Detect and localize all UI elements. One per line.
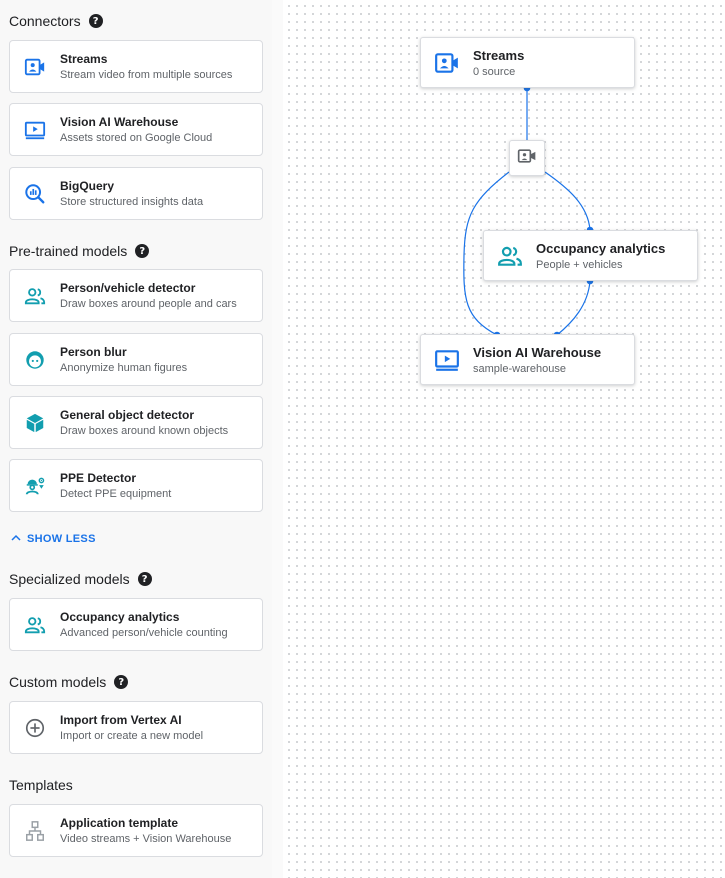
- card-subtitle: Advanced person/vehicle counting: [60, 627, 228, 639]
- card-subtitle: Video streams + Vision Warehouse: [60, 833, 232, 845]
- video-camera-icon: [421, 50, 473, 76]
- connector-card-streams[interactable]: Streams Stream video from multiple sourc…: [9, 40, 263, 93]
- video-record-icon: [517, 146, 537, 171]
- card-subtitle: Anonymize human figures: [60, 362, 188, 374]
- show-less-button[interactable]: SHOW LESS: [10, 531, 96, 547]
- card-subtitle: Detect PPE equipment: [60, 488, 172, 500]
- people-icon: [10, 614, 60, 636]
- card-title: Occupancy analytics: [60, 610, 180, 624]
- section-header-templates: Templates: [9, 777, 73, 793]
- card-subtitle: Draw boxes around known objects: [60, 425, 229, 437]
- model-card-person-vehicle-detector[interactable]: Person/vehicle detector Draw boxes aroun…: [9, 269, 263, 322]
- ppe-icon: [10, 475, 60, 497]
- card-title: Application template: [60, 816, 179, 830]
- canvas-node-stream-hub[interactable]: [509, 140, 545, 176]
- graph-canvas[interactable]: Streams 0 source Occupancy analytics Peo…: [283, 0, 725, 878]
- model-card-ppe-detector[interactable]: PPE Detector Detect PPE equipment: [9, 459, 263, 512]
- card-subtitle: Stream video from multiple sources: [60, 69, 233, 81]
- template-card-application[interactable]: Application template Video streams + Vis…: [9, 804, 263, 857]
- card-title: BigQuery: [60, 179, 115, 193]
- help-icon[interactable]: ?: [137, 572, 152, 586]
- play-screen-icon: [10, 119, 60, 141]
- node-title: Streams: [473, 47, 525, 63]
- help-icon[interactable]: ?: [114, 675, 129, 689]
- help-icon[interactable]: ?: [88, 14, 103, 28]
- edge-occupancy-to-warehouse: [556, 280, 591, 336]
- sidebar: Connectors ? Streams Stream video from m…: [0, 0, 272, 878]
- connector-card-vision-ai-warehouse[interactable]: Vision AI Warehouse Assets stored on Goo…: [9, 103, 263, 156]
- cube-icon: [10, 412, 60, 434]
- face-icon: [10, 349, 60, 371]
- model-card-person-blur[interactable]: Person blur Anonymize human figures: [9, 333, 263, 386]
- hierarchy-icon: [10, 820, 60, 842]
- play-screen-icon: [421, 347, 473, 373]
- card-subtitle: Import or create a new model: [60, 730, 204, 742]
- node-subtitle: People + vehicles: [536, 258, 623, 271]
- edge-hub-to-occupancy: [544, 171, 591, 231]
- node-subtitle: sample-warehouse: [473, 362, 566, 375]
- card-subtitle: Store structured insights data: [60, 196, 204, 208]
- section-header-custom: Custom models ?: [9, 671, 129, 693]
- chevron-up-icon: [10, 532, 22, 547]
- card-title: General object detector: [60, 408, 195, 422]
- canvas-node-occupancy-analytics[interactable]: Occupancy analytics People + vehicles: [483, 230, 698, 281]
- node-title: Vision AI Warehouse: [473, 344, 602, 360]
- add-circle-icon: [10, 717, 60, 739]
- card-title: Streams: [60, 52, 108, 66]
- model-card-import-vertex-ai[interactable]: Import from Vertex AI Import or create a…: [9, 701, 263, 754]
- node-subtitle: 0 source: [473, 65, 516, 78]
- model-card-general-object-detector[interactable]: General object detector Draw boxes aroun…: [9, 396, 263, 449]
- people-icon: [10, 285, 60, 307]
- card-title: Person blur: [60, 345, 127, 359]
- section-header-pretrained: Pre-trained models ?: [9, 240, 150, 262]
- card-subtitle: Draw boxes around people and cars: [60, 298, 237, 310]
- help-icon[interactable]: ?: [135, 244, 150, 258]
- canvas-node-streams[interactable]: Streams 0 source: [420, 37, 635, 88]
- node-title: Occupancy analytics: [536, 240, 666, 256]
- card-title: Import from Vertex AI: [60, 713, 182, 727]
- canvas-node-vision-ai-warehouse[interactable]: Vision AI Warehouse sample-warehouse: [420, 334, 635, 385]
- card-title: Vision AI Warehouse: [60, 115, 179, 129]
- people-icon: [484, 243, 536, 269]
- bigquery-icon: [10, 183, 60, 205]
- model-card-occupancy-analytics[interactable]: Occupancy analytics Advanced person/vehi…: [9, 598, 263, 651]
- card-title: Person/vehicle detector: [60, 281, 196, 295]
- card-title: PPE Detector: [60, 471, 137, 485]
- graph-edges: [463, 84, 594, 339]
- video-camera-icon: [10, 56, 60, 78]
- card-subtitle: Assets stored on Google Cloud: [60, 132, 213, 144]
- connector-card-bigquery[interactable]: BigQuery Store structured insights data: [9, 167, 263, 220]
- section-header-specialized: Specialized models ?: [9, 568, 152, 590]
- section-header-connectors: Connectors ?: [9, 10, 103, 32]
